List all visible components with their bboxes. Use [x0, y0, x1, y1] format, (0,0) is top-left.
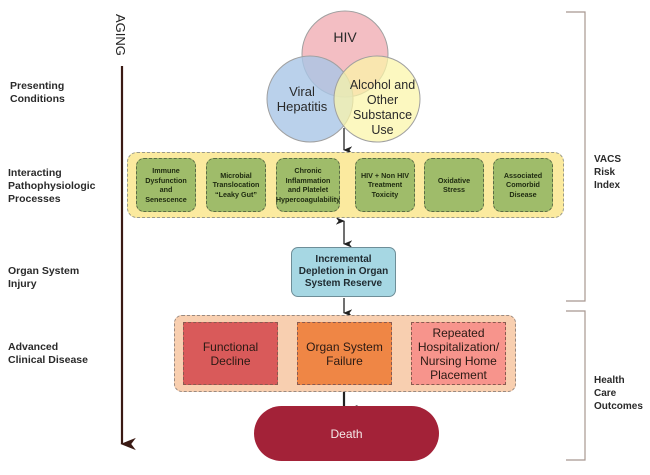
process-comorbid-disease: Associated Comorbid Disease	[493, 158, 553, 212]
outcome-text-line: Decline	[210, 353, 251, 368]
outcome-repeated-hospitalization: Repeated Hospitalization/ Nursing Home P…	[411, 322, 506, 385]
bracket-vacs	[566, 11, 586, 302]
bracket-text-line: Risk	[594, 167, 616, 178]
outcome-text-line: Failure	[326, 353, 363, 368]
organ-text-line: System Reserve	[304, 278, 383, 289]
outcome-text-line: Functional	[202, 339, 259, 354]
process-text-line: Translocation	[212, 180, 260, 190]
process-text-line: HIV + Non HIV	[360, 170, 410, 180]
process-text-line: Hypercoagulability	[275, 194, 341, 204]
process-text-line: Inflammation	[285, 175, 331, 185]
bracket-text-line: Care	[594, 388, 617, 399]
process-text-line: Treatment	[367, 180, 403, 190]
stage-label-line: Advanced	[8, 341, 59, 353]
aging-label: AGING	[113, 14, 129, 66]
process-text-line: and Platelet	[287, 185, 329, 194]
venn-text-line: Use	[371, 123, 394, 137]
outcome-text-line: Nursing Home	[420, 353, 497, 368]
stage-label-line: Injury	[8, 278, 37, 290]
bracket-label-vacs: VACS Risk Index	[594, 153, 621, 192]
outcome-functional-decline: Functional Decline	[183, 322, 278, 385]
outcome-text-line: Placement	[430, 367, 487, 382]
process-treatment-toxicity: HIV + Non HIV Treatment Toxicity	[355, 158, 415, 212]
process-immune-dysfunction: Immune Dysfunction and Senescence	[136, 158, 196, 212]
death-label: Death	[330, 426, 363, 441]
stage-label-line: Interacting	[8, 167, 62, 179]
venn-label-hepatitis: Viral Hepatitis	[272, 84, 332, 114]
processes-container	[127, 152, 564, 218]
process-text-line: Senescence	[145, 194, 187, 204]
bracket-text-line: Health	[594, 375, 625, 386]
stage-label-line: Clinical Disease	[8, 354, 88, 366]
process-text-line: Associated	[503, 170, 543, 180]
aging-label-text: AGING	[113, 14, 128, 56]
venn-label-alcohol: Alcohol and Other Substance Use	[345, 78, 420, 138]
stage-label-line: Conditions	[10, 93, 65, 105]
venn-text-line: Hepatitis	[276, 99, 328, 114]
process-text-line: Disease	[509, 189, 537, 199]
bracket-health-care	[566, 310, 586, 461]
stage-label-line: Processes	[8, 193, 61, 205]
bracket-text-line: VACS	[594, 154, 622, 165]
bracket-label-health-care: Health Care Outcomes	[594, 374, 643, 413]
process-text-line: Comorbid	[506, 180, 540, 190]
process-text-line: Microbial	[220, 170, 252, 180]
outcome-organ-failure: Organ System Failure	[297, 322, 392, 385]
organ-reserve-depletion-box: Incremental Depletion in Organ System Re…	[291, 247, 396, 297]
outcome-text-line: Hospitalization/	[417, 339, 500, 354]
process-text-line: Immune	[152, 166, 180, 175]
stage-label-line: Organ System	[8, 265, 80, 277]
venn-text-line: Substance	[352, 108, 413, 122]
outcome-text-line: Organ System	[306, 339, 383, 354]
venn-circle-alcohol	[333, 55, 421, 143]
process-text-line: Oxidative Stress	[437, 175, 471, 195]
process-microbial-translocation: Microbial Translocation “Leaky Gut”	[206, 158, 266, 212]
organ-text-line: Incremental	[315, 254, 372, 265]
process-oxidative-stress: Oxidative Stress	[424, 158, 484, 212]
stage-label-organ-injury: Organ System Injury	[8, 265, 79, 291]
outcome-text-line: Repeated	[432, 325, 485, 340]
organ-text-line: Depletion in Organ	[298, 266, 389, 277]
stage-label-interacting: Interacting Pathophysiologic Processes	[8, 167, 96, 206]
bracket-text-line: Outcomes	[594, 401, 643, 412]
venn-text-line: Viral	[289, 84, 315, 99]
process-text-line: Dysfunction and	[145, 175, 187, 195]
stage-label-advanced: Advanced Clinical Disease	[8, 341, 88, 367]
venn-text-line: Other	[366, 93, 399, 107]
stage-label-line: Presenting	[10, 80, 65, 92]
process-text-line: “Leaky Gut”	[215, 189, 257, 199]
stage-label-presenting: Presenting Conditions	[10, 80, 65, 106]
process-chronic-inflammation: Chronic Inflammation and Platelet Hyperc…	[276, 158, 340, 212]
process-text-line: Chronic	[294, 166, 322, 175]
process-text-line: Toxicity	[371, 189, 399, 199]
venn-label-hiv: HIV	[333, 29, 357, 45]
death-node: Death	[254, 406, 439, 461]
venn-text-line: Alcohol and	[349, 78, 416, 92]
bracket-text-line: Index	[594, 180, 621, 191]
stage-label-line: Pathophysiologic	[8, 180, 96, 192]
